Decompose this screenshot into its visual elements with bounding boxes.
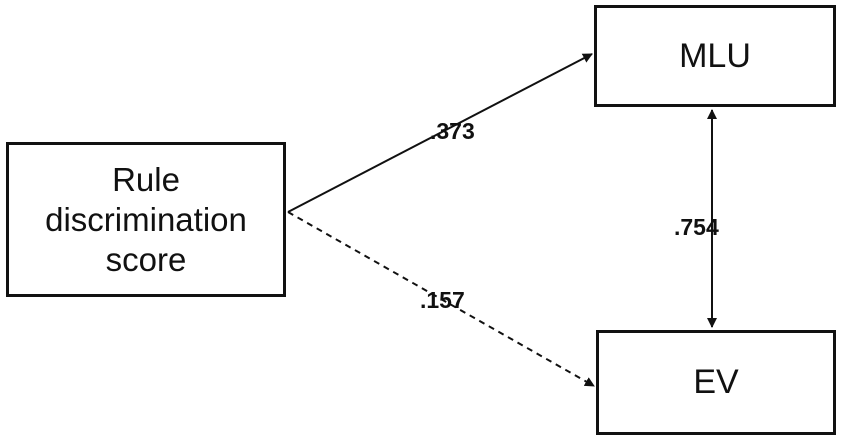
arrow-rule-to-ev [287,211,595,387]
node-ev: EV [596,330,836,435]
node-rule-line-2: discrimination [45,200,247,238]
node-ev-label: EV [693,363,739,401]
coefficient-mlu-ev: .754 [674,214,719,240]
node-rule-discrimination-score: Rule discrimination score [6,142,286,297]
node-rule-line-3: score [105,240,187,278]
coefficient-rule-to-mlu: .373 [430,118,475,144]
node-mlu-label: MLU [679,36,751,75]
coefficient-rule-to-ev: .157 [420,287,465,313]
node-mlu: MLU [594,5,836,107]
arrow-rule-to-mlu [287,53,593,213]
node-rule-line-1: Rule [112,160,180,198]
